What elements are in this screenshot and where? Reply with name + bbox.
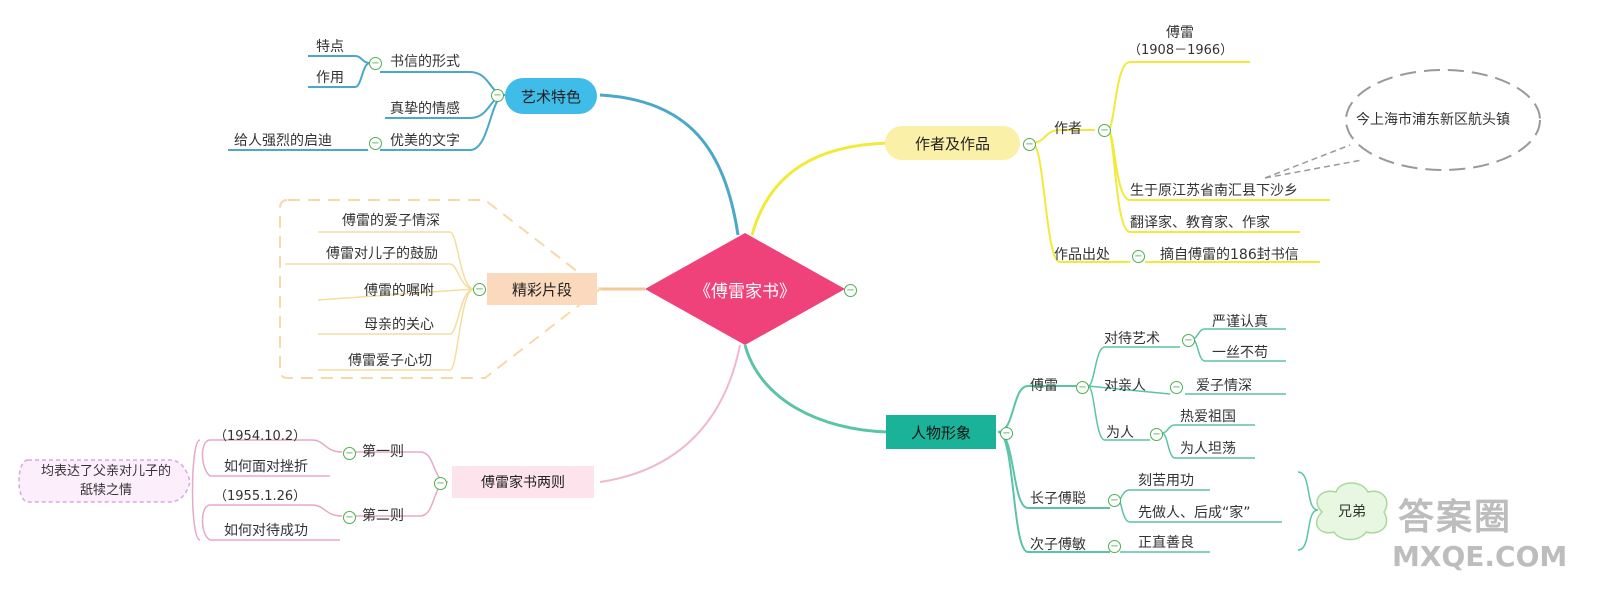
collapse-icon[interactable]: −: [1182, 334, 1195, 347]
second-letter-topic: 如何对待成功: [224, 523, 308, 539]
collapse-icon[interactable]: −: [1108, 540, 1121, 553]
family-label: 对亲人: [1104, 378, 1146, 394]
collapse-icon[interactable]: −: [844, 284, 857, 297]
patriot-label: 热爱祖国: [1180, 409, 1236, 425]
second-letter-label: 第二则: [362, 508, 404, 524]
author-name: 傅雷: [1166, 25, 1194, 41]
collapse-icon[interactable]: −: [1132, 250, 1145, 263]
excerpt-item: 傅雷的嘱咐: [364, 283, 434, 299]
watermark-url: MXQE.COM: [1392, 540, 1568, 573]
elder-son-label: 长子傅聪: [1030, 491, 1086, 507]
letter-form-label: 书信的形式: [390, 54, 460, 70]
second-letter-date: （1955.1.26）: [214, 489, 307, 504]
love-label: 爱子情深: [1196, 378, 1252, 394]
brothers-label: 兄弟: [1338, 504, 1366, 520]
excerpt-item: 傅雷爱子心切: [348, 353, 432, 369]
open-label: 为人坦荡: [1180, 441, 1236, 457]
collapse-icon[interactable]: −: [1000, 427, 1013, 440]
collapse-icon[interactable]: −: [1098, 124, 1111, 137]
beautiful-writing-label: 优美的文字: [390, 133, 460, 149]
collapse-icon[interactable]: −: [1076, 381, 1089, 394]
first-letter-topic: 如何面对挫折: [224, 459, 308, 475]
first-letter-date: （1954.10.2）: [214, 429, 307, 444]
collapse-icon[interactable]: −: [1150, 428, 1163, 441]
collapse-icon[interactable]: −: [473, 283, 486, 296]
collapse-icon[interactable]: −: [1170, 381, 1183, 394]
source-label: 作品出处: [1054, 247, 1110, 263]
author-years: （1908－1966）: [1128, 43, 1234, 58]
first-person-label: 先做人、后成“家”: [1138, 505, 1251, 521]
younger-son-label: 次子傅敏: [1030, 537, 1086, 553]
art-attitude-label: 对待艺术: [1104, 331, 1160, 347]
meticulous-label: 一丝不苟: [1212, 345, 1268, 361]
excerpt-item: 傅雷的爱子情深: [342, 213, 440, 229]
source-value: 摘自傅雷的186封书信: [1160, 247, 1299, 263]
collapse-icon[interactable]: −: [369, 137, 382, 150]
collapse-icon[interactable]: −: [343, 511, 356, 524]
watermark-logo: 答案圈: [1398, 497, 1513, 538]
person-label: 为人: [1106, 425, 1134, 441]
art-features-node[interactable]: 艺术特色: [505, 78, 597, 114]
collapse-icon[interactable]: −: [1108, 494, 1121, 507]
characters-node[interactable]: 人物形象: [886, 415, 996, 449]
collapse-icon[interactable]: −: [1023, 138, 1036, 151]
strict-label: 严谨认真: [1212, 314, 1268, 330]
hardwork-label: 刻苦用功: [1138, 473, 1194, 489]
fulei-label: 傅雷: [1030, 378, 1058, 394]
central-topic[interactable]: 《傅雷家书》: [694, 281, 796, 302]
letters-summary: 均表达了父亲对儿子的舐犊之情: [40, 464, 171, 498]
two-letters-node[interactable]: 傅雷家书两则: [452, 466, 594, 498]
occupation-label: 翻译家、教育家、作家: [1130, 215, 1270, 231]
author-works-node[interactable]: 作者及作品: [885, 126, 1020, 160]
birthplace-label: 生于原江苏省南汇县下沙乡: [1130, 183, 1298, 199]
author-label: 作者: [1054, 121, 1082, 137]
excerpts-node[interactable]: 精彩片段: [487, 273, 597, 305]
excerpt-item: 傅雷对儿子的鼓励: [326, 246, 438, 262]
collapse-icon[interactable]: −: [491, 89, 504, 102]
collapse-icon[interactable]: −: [434, 477, 447, 490]
sincere-emotion-label: 真挚的情感: [390, 101, 460, 117]
collapse-icon[interactable]: −: [369, 57, 382, 70]
inspire-label: 给人强烈的启迪: [234, 133, 332, 149]
upright-label: 正直善良: [1138, 535, 1194, 551]
collapse-icon[interactable]: −: [343, 447, 356, 460]
today-location-label: 今上海市浦东新区航头镇: [1356, 112, 1510, 128]
first-letter-label: 第一则: [362, 444, 404, 460]
excerpt-item: 母亲的关心: [364, 317, 434, 333]
feature-label: 特点: [316, 39, 344, 55]
use-label: 作用: [316, 70, 344, 86]
